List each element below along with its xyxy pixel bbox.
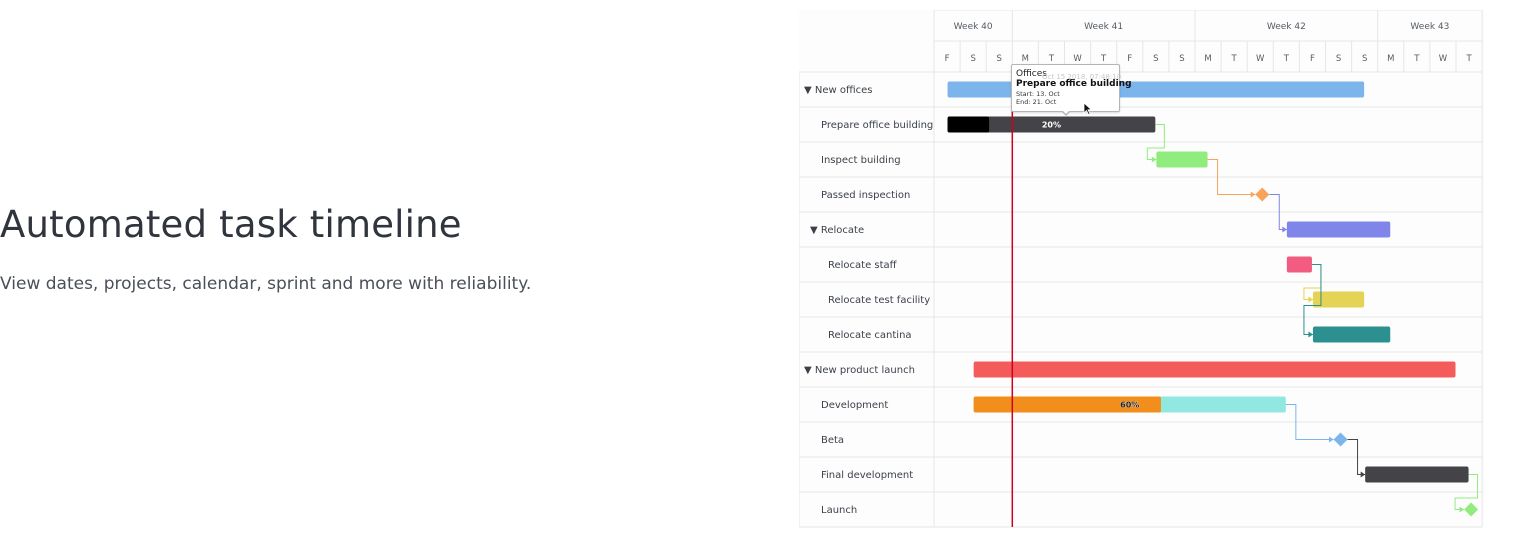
day-label: T [1231, 54, 1238, 64]
week-label: Week 42 [1267, 22, 1306, 32]
row-label: Launch [821, 505, 857, 516]
page-subtitle: View dates, projects, calendar, sprint a… [0, 274, 532, 294]
day-label: W [1256, 54, 1265, 64]
dependency-arrow [1308, 296, 1313, 303]
day-label: T [1283, 54, 1290, 64]
dependency-arrow [1329, 436, 1334, 443]
row-label: Final development [821, 470, 913, 481]
dependency-arrow [1459, 506, 1465, 513]
week-label: Week 40 [954, 22, 993, 32]
task-bar [1156, 151, 1208, 168]
task-bar [1365, 466, 1469, 483]
dependency-arrow [1360, 471, 1366, 478]
day-label: F [945, 54, 950, 64]
task-bar [1286, 256, 1312, 273]
day-label: W [1439, 54, 1448, 64]
tooltip-start-date: Start: 13. Oct [1016, 90, 1060, 98]
task-bar [973, 361, 1456, 378]
row-label: Relocate cantina [828, 330, 912, 341]
tooltip-task-name: Prepare office building [1016, 79, 1132, 89]
day-label: S [1153, 54, 1158, 64]
task-percent-label: 60% [1120, 401, 1139, 410]
gantt-svg: Week 40 F S S Week 41 M T W T F S S Week 42 M T W T F S S We… [799, 10, 1483, 528]
milestone-marker [1464, 502, 1479, 517]
row-label: Beta [821, 435, 844, 446]
day-label: F [1127, 54, 1132, 64]
day-label: M [1022, 54, 1029, 64]
day-label: T [1413, 54, 1420, 64]
tooltip-ghost-text: Oct 15 2018, 07:48:10 [1042, 73, 1122, 81]
row-label: Prepare office building [821, 120, 933, 131]
tooltip-group-name: Offices [1016, 69, 1047, 79]
row-label: ▼ Relocate [810, 225, 864, 236]
day-label: W [1073, 54, 1082, 64]
row-label: ▼ New offices [804, 85, 873, 96]
row-label: Relocate test facility [828, 295, 930, 306]
day-label: F [1310, 54, 1315, 64]
row-label: Development [821, 400, 888, 411]
dependency-arrow [1250, 191, 1256, 198]
page-title: Automated task timeline [0, 203, 462, 246]
row-label: Inspect building [821, 155, 901, 166]
dependency-arrow [1308, 331, 1313, 338]
day-label: S [970, 54, 975, 64]
row-label: Relocate staff [828, 260, 898, 271]
task-progress [947, 116, 990, 133]
week-label: Week 41 [1084, 22, 1123, 32]
day-label: M [1387, 54, 1394, 64]
day-label: T [1048, 54, 1055, 64]
row-label: ▼ New product launch [804, 365, 915, 376]
gantt-chart[interactable]: Week 40 F S S Week 41 M T W T F S S Week 42 M T W T F S S We… [799, 10, 1484, 528]
day-label: T [1100, 54, 1107, 64]
week-label: Week 43 [1410, 22, 1449, 32]
task-bar [1312, 291, 1365, 308]
tooltip-arrow [1061, 110, 1071, 116]
dependency-connector [1207, 159, 1256, 195]
day-label: T [1465, 54, 1472, 64]
mouse-pointer-icon [1083, 102, 1093, 116]
dependency-connector [1303, 264, 1322, 335]
tooltip-end-date: End: 21. Oct [1016, 98, 1057, 106]
dependency-arrow [1282, 226, 1287, 233]
dependency-connector [1146, 124, 1165, 160]
day-label: S [997, 54, 1002, 64]
day-label: M [1204, 54, 1211, 64]
task-progress [973, 396, 1161, 413]
dependency-connector [1454, 474, 1479, 510]
task-bar [1312, 326, 1391, 343]
task-tooltip: Offices Oct 15 2018, 07:48:10 Prepare of… [1011, 64, 1132, 112]
task-bar [1286, 221, 1391, 238]
task-percent-label: 20% [1042, 121, 1061, 130]
dependency-arrow [1151, 156, 1157, 163]
task-bar [947, 116, 1156, 133]
dependency-connector [1285, 404, 1334, 440]
milestone-marker [1255, 187, 1270, 202]
milestone-marker [1333, 432, 1348, 447]
day-label: S [1362, 54, 1367, 64]
day-label: S [1179, 54, 1184, 64]
row-label: Passed inspection [821, 190, 910, 201]
day-label: S [1336, 54, 1341, 64]
